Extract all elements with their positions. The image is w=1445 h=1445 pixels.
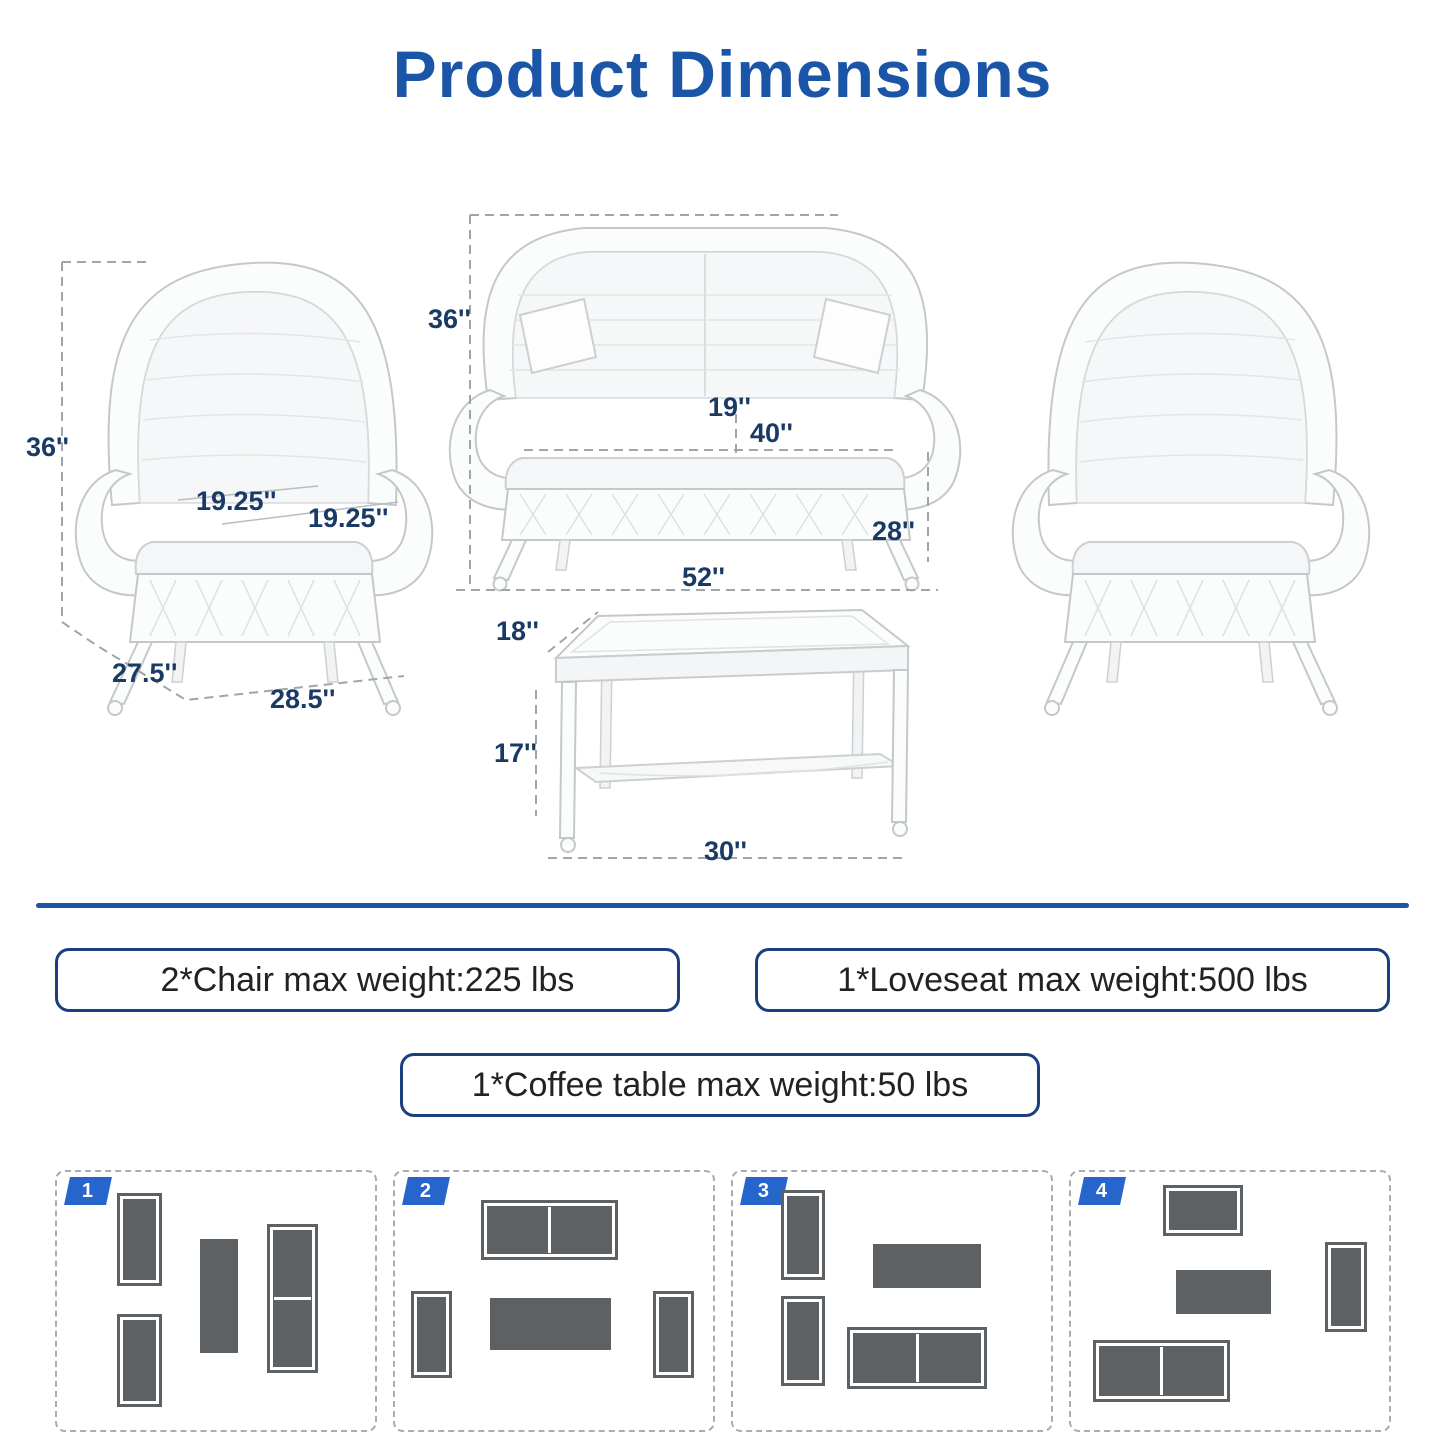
chair-marker [117,1313,162,1407]
chair-marker [780,1190,826,1281]
layout-option-2: 2 [393,1170,715,1432]
chair-right-illustration [1011,261,1371,716]
loveseat-arm-height-label: 28'' [872,516,915,546]
chair-marker [1325,1241,1367,1332]
loveseat-width-label: 52'' [682,562,725,592]
loveseat-weight-badge: 1*Loveseat max weight:500 lbs [755,948,1390,1012]
cushion-divider [915,1333,919,1382]
cushion-divider [1160,1346,1164,1395]
chair-weight-badge: 2*Chair max weight:225 lbs [55,948,680,1012]
layout-number: 2 [420,1179,432,1202]
chair-marker [780,1295,826,1387]
chair-marker [117,1192,162,1286]
layout-option-3: 3 [731,1170,1053,1432]
layout-number-badge: 4 [1078,1177,1126,1205]
table-width-label: 30'' [704,836,747,866]
page-title: Product Dimensions [392,37,1053,111]
coffee-table-illustration [553,608,911,853]
loveseat-marker [847,1326,988,1389]
loveseat-marker [1093,1339,1230,1402]
chair-marker [1163,1184,1243,1237]
chair-base-width-label: 28.5'' [270,684,336,714]
table-height-label: 17'' [494,738,537,768]
chair-weight-label: 2*Chair max weight:225 lbs [160,960,575,999]
coffee-table-marker [872,1244,982,1289]
table-depth-label: 18'' [496,616,539,646]
table-weight-badge: 1*Coffee table max weight:50 lbs [400,1053,1040,1117]
chair-seat-depth-label: 19.25'' [196,486,277,516]
layout-number: 1 [82,1179,94,1202]
chair-seat-width-label: 19.25'' [308,503,389,533]
layout-option-1: 1 [55,1170,377,1432]
loveseat-marker [480,1200,618,1260]
layout-number-badge: 1 [64,1177,112,1205]
loveseat-seat-width-label: 40'' [750,418,793,448]
loveseat-seat-depth-label: 19'' [708,392,751,422]
loveseat-weight-label: 1*Loveseat max weight:500 lbs [837,960,1308,999]
chair-marker [410,1290,453,1379]
table-weight-label: 1*Coffee table max weight:50 lbs [471,1065,969,1104]
loveseat-height-label: 36'' [428,304,471,334]
cushion-divider [273,1296,311,1300]
coffee-table-marker [490,1298,612,1350]
chair-marker [652,1290,694,1379]
loveseat-marker [266,1223,318,1374]
layout-number-badge: 2 [402,1177,450,1205]
chair-base-depth-label: 27.5'' [112,658,178,688]
section-divider [36,903,1409,908]
layout-number: 4 [1096,1179,1108,1202]
coffee-table-marker [1175,1270,1272,1314]
layout-number: 3 [758,1179,770,1202]
chair-height-label: 36'' [26,432,69,462]
coffee-table-marker [200,1239,239,1353]
cushion-divider [547,1207,551,1253]
layout-option-4: 4 [1069,1170,1391,1432]
